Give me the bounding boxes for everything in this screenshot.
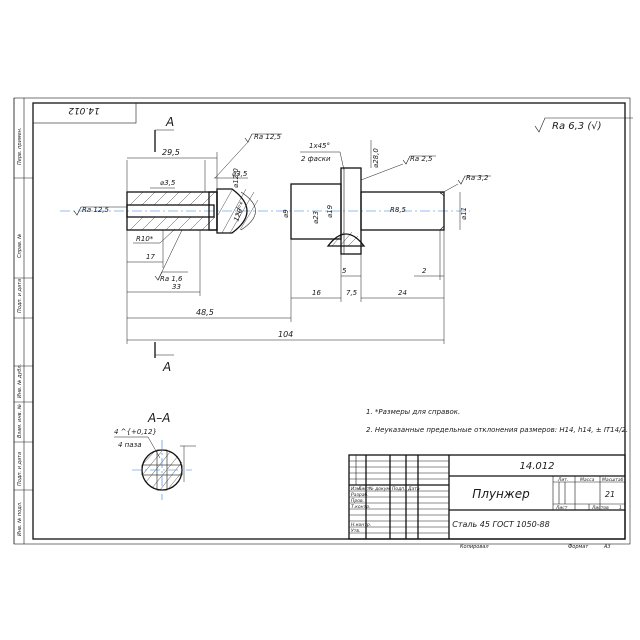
sheets-label: Листов	[591, 505, 609, 511]
title-code: 14.012	[520, 461, 555, 472]
dim-23: ⌀23	[312, 211, 320, 224]
tb-row-utv: Утв.	[351, 528, 360, 534]
ra-12-5-left: Ra 12,5	[82, 206, 110, 214]
strip-label-6: Подп. и дата	[17, 452, 23, 486]
section-title: A–A	[147, 411, 170, 425]
dim-9: ⌀9	[282, 209, 290, 218]
tb-h-data: Дата	[407, 486, 420, 492]
tb-row-nkontr: Н.контр.	[351, 522, 371, 528]
dim-5: 5	[342, 267, 347, 275]
strip-label-3: Подп. и дата	[17, 279, 23, 313]
svg-text:A: A	[165, 115, 174, 129]
roughness-general-symbol	[534, 117, 633, 133]
ra-2-5: Ra 2,5	[410, 155, 433, 163]
dim-19: ⌀19	[326, 204, 334, 218]
section-view: A–A 4 ^{+0,12} 4 паза	[114, 411, 196, 500]
r8-5-label: R8,5	[390, 206, 407, 214]
tb-h-list: Лист	[357, 486, 370, 492]
sheets-count: 1	[619, 505, 622, 511]
tb-row-tkontr: Т.контр.	[351, 504, 371, 510]
outer-frame	[13, 97, 631, 545]
strip-label-1: Перв. примен.	[17, 127, 23, 165]
dim-12: ⌀12,0	[232, 168, 240, 188]
note-1: 1. *Размеры для справок.	[366, 408, 460, 416]
copied-label: Копировал	[460, 544, 489, 550]
left-strip: Перв. примен. Справ. № Подп. и дата Инв.…	[13, 98, 33, 544]
part-name: Плунжер	[472, 487, 530, 501]
section-mark-bottom: A	[154, 342, 174, 374]
mass-label: Масса	[580, 477, 595, 483]
rotated-code: 14.012	[68, 105, 100, 115]
r10-label: R10*	[136, 235, 154, 243]
dim-3-5-a: ⌀3,5	[160, 179, 176, 187]
strip-label-4: Инв. № дубл.	[17, 364, 23, 398]
svg-text:A: A	[162, 360, 171, 374]
part-left-rod	[126, 188, 259, 234]
dim-17: 17	[146, 253, 155, 261]
section-mark-top: A	[154, 115, 174, 152]
tb-row-razrab: Разраб.	[351, 492, 369, 498]
dim-104: 104	[278, 330, 293, 339]
inner-frame	[32, 102, 626, 540]
scale-label: Масштаб	[602, 477, 624, 483]
groove-depth: 4 ^{+0,12}	[114, 428, 157, 436]
tb-h-doc: № докум.	[368, 486, 391, 492]
sheet-label: Лист	[555, 505, 568, 511]
tb-row-prov: Пров.	[351, 498, 364, 504]
strip-label-2: Справ. №	[17, 234, 23, 258]
notes: 1. *Размеры для справок. 2. Неуказанные …	[366, 408, 628, 434]
tb-h-podp: Подп.	[392, 486, 406, 492]
dim-3-5-b: ⌀3,5	[232, 170, 248, 178]
title-block: Изм. Лист № докум. Подп. Дата Разраб. Пр…	[348, 454, 626, 540]
material: Сталь 45 ГОСТ 1050-88	[452, 520, 549, 529]
strip-label-7: Инв. № подл.	[17, 502, 23, 537]
dim-11: ⌀11	[460, 207, 468, 220]
dim-2: 2	[422, 267, 427, 275]
dimensions-right: 1x45° 2 фаски ⌀28,0 Ra 2,5 ⌀9 ⌀23 ⌀19 R8…	[282, 140, 491, 322]
dim-7-5: 7,5	[346, 289, 358, 297]
format-value: A3	[603, 544, 611, 550]
dim-33: 33	[172, 283, 181, 291]
dim-28: ⌀28,0	[372, 148, 380, 168]
note-2: 2. Неуказанные предельные отклонения раз…	[366, 426, 628, 434]
ra-1-6: Ra 1,6	[160, 275, 183, 283]
chamfer-label: 1x45°	[309, 142, 330, 150]
dim-24: 24	[398, 289, 407, 297]
part-right-body	[290, 167, 445, 255]
chamfer2-label: 2 фаски	[301, 155, 331, 163]
strip-label-5: Взам. инв. №	[17, 404, 23, 438]
lit-label: Лит.	[557, 477, 568, 483]
dim-29-5: 29,5	[162, 148, 180, 157]
mass-value: 21	[605, 490, 615, 499]
tb-h-izm: Изм.	[351, 486, 362, 492]
grooves-count: 4 паза	[118, 441, 142, 449]
format-label: Формат	[568, 544, 589, 550]
ra-3-2: Ra 3,2	[466, 174, 489, 182]
code-box	[32, 102, 137, 124]
dimensions-left: 29,5 ⌀3,5 ⌀3,5 ⌀12,0 120°* Ra 12,5 Ra 12…	[73, 133, 445, 344]
roughness-general: Ra 6,3 (√)	[552, 121, 602, 132]
dim-16: 16	[312, 289, 321, 297]
dim-48-5: 48,5	[196, 308, 214, 317]
ra-12-5-top: Ra 12,5	[254, 133, 282, 141]
